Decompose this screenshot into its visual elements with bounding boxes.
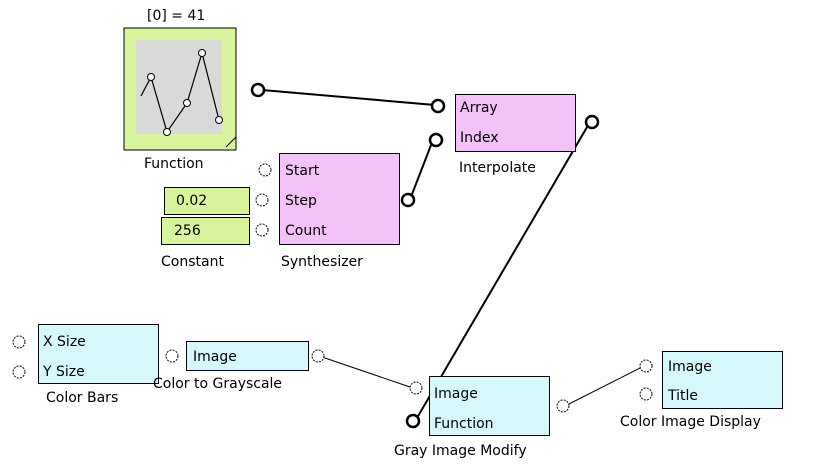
synth-start-port	[258, 163, 272, 177]
constant-step-block[interactable]: 0.02	[164, 187, 250, 215]
interp-array-port	[430, 98, 446, 114]
function-control-points[interactable]	[147, 49, 223, 136]
synthesizer-label: Synthesizer	[281, 254, 363, 270]
interp-index-port	[428, 132, 444, 148]
color-image-display-label: Color Image Display	[620, 414, 761, 430]
display-image-port	[639, 359, 653, 373]
c2g-input-port	[165, 349, 179, 363]
interpolate-block[interactable]: Array Index	[455, 94, 576, 152]
color-to-grayscale-block[interactable]: Image	[186, 341, 309, 371]
gray-image-modify-label: Gray Image Modify	[394, 443, 527, 459]
c2g-port-image: Image	[193, 349, 237, 365]
bars-xsize-port	[12, 335, 26, 349]
modify-image-port	[409, 381, 423, 395]
function-output-port	[250, 82, 266, 98]
wires	[261, 89, 645, 424]
display-title-port	[639, 387, 653, 401]
constant-label: Constant	[161, 254, 224, 270]
function-resize-corner[interactable]	[225, 136, 237, 148]
bars-port-ysize: Y Size	[43, 364, 85, 380]
wire-c2g-to-image	[321, 356, 414, 389]
color-to-grayscale-label: Color to Grayscale	[153, 376, 283, 392]
bars-port-xsize: X Size	[43, 334, 86, 350]
c2g-output-port	[311, 349, 325, 363]
bars-ysize-port	[12, 365, 26, 379]
function-header: [0] = 41	[147, 8, 206, 24]
color-bars-block[interactable]: X Size Y Size	[38, 324, 159, 384]
synth-port-count: Count	[285, 223, 327, 239]
interp-output-port	[584, 114, 600, 130]
synth-output-port	[400, 192, 416, 208]
interp-port-index: Index	[460, 130, 499, 146]
display-port-image: Image	[668, 359, 712, 375]
gray-image-modify-block[interactable]: Image Function	[429, 376, 550, 436]
function-label: Function	[144, 156, 204, 172]
synth-step-port	[255, 193, 269, 207]
modify-function-port	[405, 413, 421, 429]
display-port-title: Title	[668, 388, 699, 404]
synth-port-start: Start	[285, 163, 320, 179]
constant-step-value[interactable]: 0.02	[176, 193, 208, 209]
interp-port-array: Array	[460, 100, 498, 116]
wire-function-to-array	[261, 89, 436, 106]
synth-count-port	[255, 223, 269, 237]
synthesizer-block[interactable]: Start Step Count	[279, 153, 400, 245]
color-bars-label: Color Bars	[46, 390, 119, 406]
constant-count-block[interactable]: 256	[161, 217, 250, 245]
constant-count-value[interactable]: 256	[174, 223, 201, 239]
modify-output-port	[556, 399, 570, 413]
wire-modify-to-display	[564, 365, 645, 407]
synth-port-step: Step	[285, 193, 317, 209]
function-plot-area	[136, 40, 222, 134]
color-image-display-block[interactable]: Image Title	[662, 351, 783, 409]
wire-interp-to-function	[413, 121, 591, 424]
modify-port-function: Function	[434, 416, 494, 432]
thin-ports[interactable]	[12, 163, 653, 413]
bold-ports[interactable]	[250, 82, 600, 429]
interpolate-label: Interpolate	[459, 160, 536, 176]
wire-synth-to-index	[408, 139, 434, 203]
modify-port-image: Image	[434, 386, 478, 402]
